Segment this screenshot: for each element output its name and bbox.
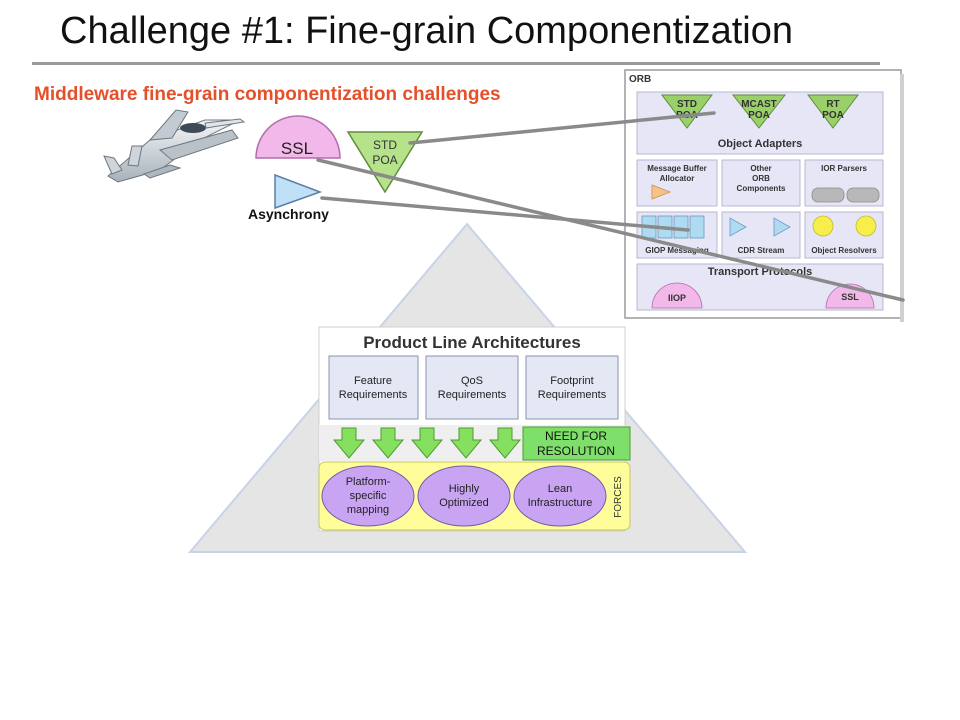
pla-title: Product Line Architectures <box>363 333 581 352</box>
orb-mcast-poa-shape <box>731 94 787 129</box>
force-1-line1: Platform- <box>346 476 391 488</box>
footprint-requirements-box <box>525 355 619 420</box>
ssl-component-label: SSL <box>281 139 313 158</box>
asynchrony-component-shape <box>274 173 323 210</box>
cdr-section <box>721 211 801 259</box>
need-line2: RESOLUTION <box>537 444 615 458</box>
ior-parser-icon-1 <box>811 187 845 203</box>
forces-label: FORCES <box>613 476 624 518</box>
qos-req-line1: QoS <box>461 375 483 387</box>
down-arrow-icon-4 <box>449 427 483 459</box>
resolvers-label: Object Resolvers <box>811 246 877 255</box>
down-arrow-icon-1 <box>332 427 366 459</box>
iiop-label: IIOP <box>668 293 686 303</box>
force-3-line1: Lean <box>548 483 572 495</box>
std-poa-label-line2: POA <box>372 153 397 167</box>
cdr-icon-1 <box>729 217 747 237</box>
message-buffer-icon <box>651 184 672 200</box>
qos-requirements-box <box>425 355 519 420</box>
force-2-line2: Optimized <box>439 497 489 509</box>
orb-mcast-poa-line1: MCAST <box>741 99 777 110</box>
orb-title: ORB <box>629 74 651 85</box>
orb-ssl-label: SSL <box>841 292 859 302</box>
footprint-req-line2: Requirements <box>538 389 607 401</box>
iiop-shape <box>651 282 703 309</box>
std-poa-label-line1: STD <box>373 138 397 152</box>
feature-requirements-box <box>328 355 419 420</box>
need-for-resolution-box <box>522 426 631 461</box>
asynchrony-label: Asynchrony <box>248 206 329 222</box>
object-adapters-label: Object Adapters <box>718 138 803 150</box>
force-3-line2: Infrastructure <box>528 497 593 509</box>
orb-mcast-poa-line2: POA <box>748 110 770 121</box>
other-orb-line2: ORB <box>752 174 770 183</box>
resolver-icon-1 <box>812 215 834 237</box>
ior-parser-icon-2 <box>846 187 880 203</box>
qos-req-line2: Requirements <box>438 389 507 401</box>
orb-std-poa-line1: STD <box>677 99 697 110</box>
slide-title: Challenge #1: Fine-grain Componentizatio… <box>60 10 794 52</box>
fighter-jet-icon <box>103 109 246 183</box>
feature-req-line2: Requirements <box>339 389 408 401</box>
orb-panel: ORB STD POA MCAST POA RT POA Object Adap… <box>624 69 904 322</box>
orb-rt-poa-line2: POA <box>822 110 844 121</box>
message-buffer-line2: Allocator <box>660 174 695 183</box>
footprint-req-line1: Footprint <box>550 375 593 387</box>
lean-infrastructure-ellipse <box>513 465 607 527</box>
resolver-icon-2 <box>855 215 877 237</box>
product-line-architectures-box: Product Line Architectures Feature Requi… <box>318 326 631 532</box>
transport-label: Transport Protocols <box>708 266 813 278</box>
std-poa-mapping-line <box>408 111 716 145</box>
other-orb-line1: Other <box>750 164 771 173</box>
force-1-line2: specific <box>350 490 387 502</box>
feature-req-line1: Feature <box>354 375 392 387</box>
cdr-icon-2 <box>773 217 791 237</box>
down-arrow-icon-3 <box>410 427 444 459</box>
force-2-line1: Highly <box>449 483 480 495</box>
orb-rt-poa-shape <box>806 94 860 129</box>
mapping-lines <box>316 111 905 302</box>
std-poa-component-shape <box>346 131 424 194</box>
asynchrony-mapping-line <box>320 196 690 232</box>
orb-std-poa-shape <box>660 94 714 129</box>
other-orb-section <box>721 159 801 207</box>
other-orb-line3: Components <box>737 184 786 193</box>
down-arrow-icon-2 <box>371 427 405 459</box>
ior-parsers-label: IOR Parsers <box>821 164 867 173</box>
title-divider <box>32 62 880 65</box>
platform-specific-mapping-ellipse <box>321 465 415 527</box>
orb-rt-poa-line1: RT <box>826 99 839 110</box>
giop-label: GIOP Messaging <box>645 246 709 255</box>
ssl-component-shape <box>255 115 341 159</box>
force-1-line3: mapping <box>347 504 389 516</box>
cdr-label: CDR Stream <box>738 246 785 255</box>
message-buffer-line1: Message Buffer <box>647 164 707 173</box>
highly-optimized-ellipse <box>417 465 511 527</box>
slide-subtitle: Middleware fine-grain componentization c… <box>34 84 501 105</box>
down-arrow-icon-5 <box>488 427 522 459</box>
ssl-mapping-line <box>316 158 905 302</box>
need-line1: NEED FOR <box>545 429 607 443</box>
message-buffer-section <box>636 159 718 207</box>
